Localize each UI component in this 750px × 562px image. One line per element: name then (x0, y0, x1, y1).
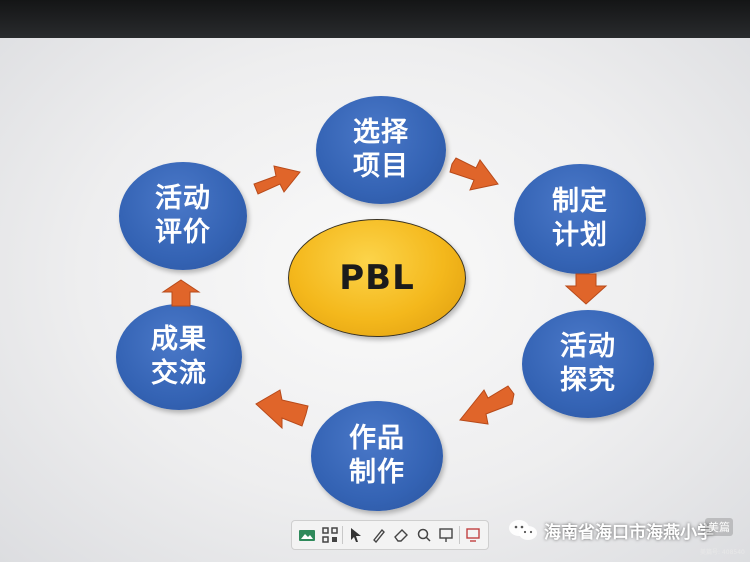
arrow-up-icon (161, 279, 201, 307)
step-bubble-select-project: 选择 项目 (316, 96, 446, 204)
step-label-line2: 制作 (349, 457, 405, 488)
qr-code-icon[interactable] (320, 525, 340, 545)
pointer-icon[interactable] (346, 525, 366, 545)
step-bubble-activity-explore: 活动 探究 (522, 310, 654, 418)
step-label-line2: 项目 (353, 151, 409, 182)
arrow-left-icon (459, 385, 515, 425)
pen-icon[interactable] (369, 525, 389, 545)
arrow-right-icon (449, 157, 499, 191)
screen-icon[interactable] (463, 525, 483, 545)
step-label-line1: 活动 (155, 183, 211, 214)
step-bubble-activity-evaluate: 活动 评价 (119, 162, 247, 270)
step-bubble-result-exchange: 成果 交流 (116, 304, 242, 410)
step-label-line2: 评价 (155, 217, 211, 248)
step-label-line2: 计划 (552, 220, 608, 251)
step-bubble-work-production: 作品 制作 (311, 401, 443, 511)
wechat-icon (509, 520, 537, 540)
toolbar-divider (459, 526, 461, 544)
screen-bezel (0, 0, 750, 40)
arrow-right-icon (253, 165, 301, 195)
center-label: PBL (339, 258, 415, 298)
step-bubble-make-plan: 制定 计划 (514, 164, 646, 274)
whiteboard-icon[interactable] (436, 525, 456, 545)
step-label-line1: 活动 (560, 331, 616, 362)
magnifier-icon[interactable] (414, 525, 434, 545)
step-label-line1: 选择 (353, 117, 409, 148)
step-label-line1: 制定 (552, 186, 608, 217)
meipian-logo: 美篇 (705, 518, 733, 536)
meipian-id: 美篇号: 408540 (700, 549, 745, 556)
step-label-line2: 探究 (560, 365, 616, 396)
toolbar-divider (342, 526, 344, 544)
presentation-toolbar (291, 520, 489, 550)
arrow-down-icon (564, 273, 608, 305)
step-label-line1: 作品 (349, 423, 405, 454)
slide: PBL 选择 项目 制定 计划 活动 探究 作品 制作 (0, 38, 750, 562)
arrow-left-icon (255, 389, 309, 430)
eraser-icon[interactable] (391, 525, 411, 545)
step-label-line2: 交流 (151, 358, 207, 389)
watermark-text: 海南省海口市海燕小学 (544, 522, 714, 543)
slides-icon[interactable] (297, 525, 317, 545)
center-ellipse: PBL (288, 219, 466, 337)
step-label-line1: 成果 (151, 324, 207, 355)
watermark: 海南省海口市海燕小学 (508, 515, 744, 545)
